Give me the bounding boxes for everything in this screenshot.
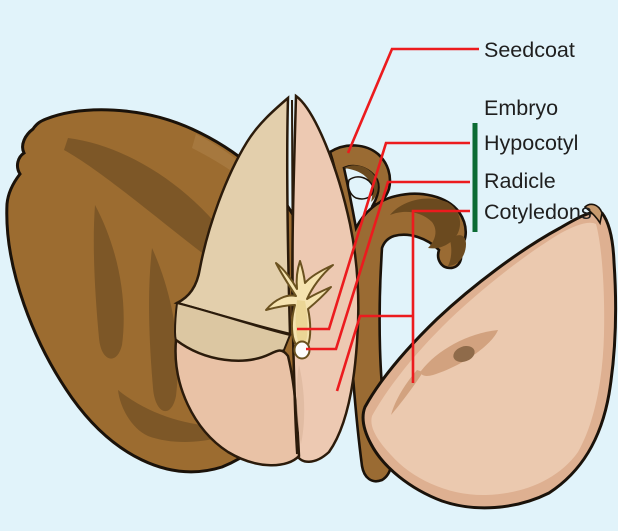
seedcoat-callout-line: [346, 47, 479, 154]
cotyledon-inner-face: [371, 222, 605, 496]
curl-hook-shadow: [448, 235, 466, 266]
seedcoat-shading-2: [93, 205, 124, 359]
cotyledons-callout-line: [335, 209, 470, 392]
detached-cotyledon: [361, 203, 618, 510]
cotyledon-tip-curl: [583, 203, 603, 226]
embryo-hypocotyl-shading: [295, 300, 308, 344]
imprint-dark-spot: [453, 346, 475, 362]
radicle-label: Radicle: [484, 169, 556, 193]
cotyledons-label: Cotyledons: [484, 200, 592, 224]
embryo-imprint-tail: [391, 370, 423, 415]
center-seed: [173, 93, 360, 467]
curl-strip-body: [328, 144, 468, 483]
radicle-callout-line: [306, 180, 470, 351]
embryo-label: Embryo: [484, 96, 558, 120]
curl-underside-shadow-1: [344, 165, 378, 202]
labels: Seedcoat Embryo Hypocotyl Radicle Cotyle…: [484, 38, 592, 224]
seedcoat-label: Seedcoat: [484, 38, 575, 62]
seed-inner-shadow-streak: [296, 365, 305, 444]
seedcoat-shading-1: [64, 138, 243, 275]
embryo-bracket-bar: [472, 123, 478, 232]
hypocotyl-label: Hypocotyl: [484, 131, 578, 155]
hypocotyl-callout-line: [297, 141, 470, 331]
callout-lines: [297, 47, 479, 392]
seedcoat-shading-3: [149, 248, 178, 412]
seed-left-cotyledon-half: [173, 95, 292, 336]
seed-bottom-lobe: [174, 337, 301, 467]
